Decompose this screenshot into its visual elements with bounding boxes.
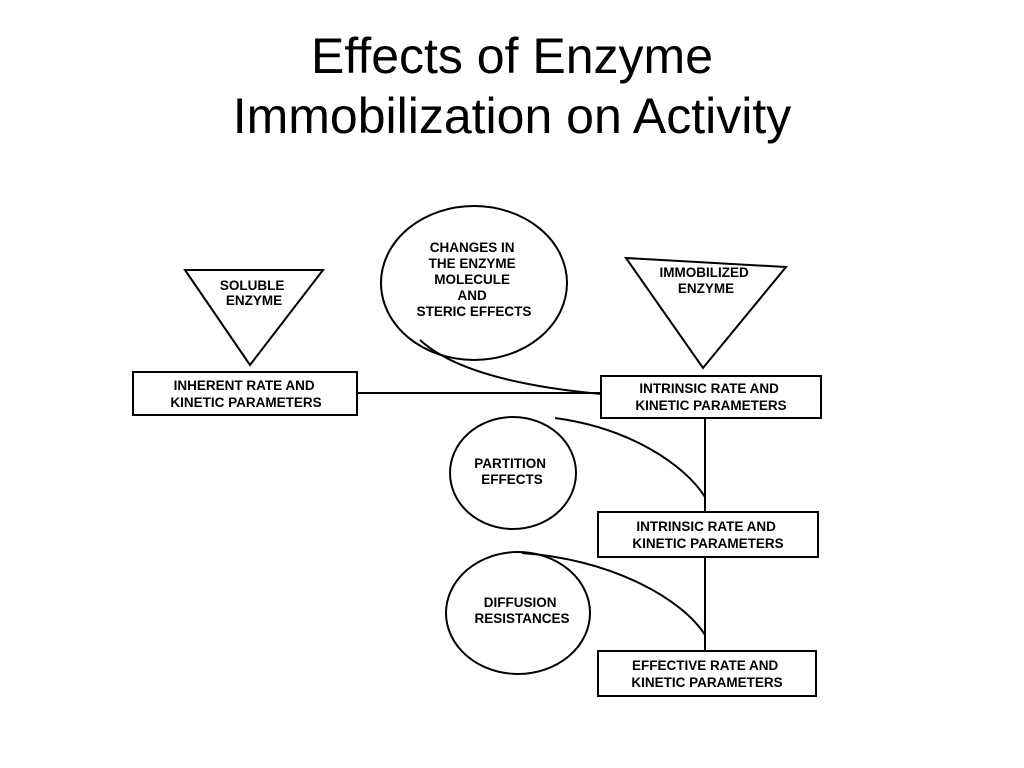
inherent-rate-label: INHERENT RATE AND KINETIC PARAMETERS [170, 378, 321, 410]
diffusion-resistances-label: DIFFUSION RESISTANCES [474, 595, 569, 626]
slide-title-line-1: Effects of Enzyme [310, 28, 714, 84]
partition-effects-circle [449, 416, 577, 530]
soluble-enzyme-triangle [183, 269, 326, 367]
partition-effects-label: PARTITION EFFECTS [474, 456, 550, 487]
intrinsic-rate-box-2 [597, 511, 819, 558]
changes-in-enzyme-circle [380, 205, 568, 361]
intrinsic-rate-label-1: INTRINSIC RATE AND KINETIC PARAMETERS [635, 381, 786, 413]
effective-rate-box [597, 650, 817, 697]
immobilized-enzyme-triangle [623, 256, 789, 370]
slide-title: Effects of Enzyme Immobilization on Acti… [0, 26, 1024, 146]
intrinsic-rate-box-1 [600, 375, 822, 419]
curve-partition-to-vertical [554, 417, 706, 498]
effective-rate-label: EFFECTIVE RATE AND KINETIC PARAMETERS [631, 658, 782, 690]
soluble-enzyme-label: SOLUBLE ENZYME [220, 278, 288, 308]
immobilized-enzyme-label: IMMOBILIZED ENZYME [659, 265, 752, 296]
intrinsic-rate-label-2: INTRINSIC RATE AND KINETIC PARAMETERS [632, 519, 783, 551]
curve-diffusion-to-vertical [521, 552, 706, 636]
inherent-rate-box [132, 371, 358, 416]
changes-in-enzyme-label: CHANGES IN THE ENZYME MOLECULE AND STERI… [417, 240, 532, 319]
slide-title-line-2: Immobilization on Activity [232, 88, 792, 144]
curve-changes-to-intrinsic [419, 339, 602, 395]
diffusion-resistances-circle [445, 551, 591, 675]
